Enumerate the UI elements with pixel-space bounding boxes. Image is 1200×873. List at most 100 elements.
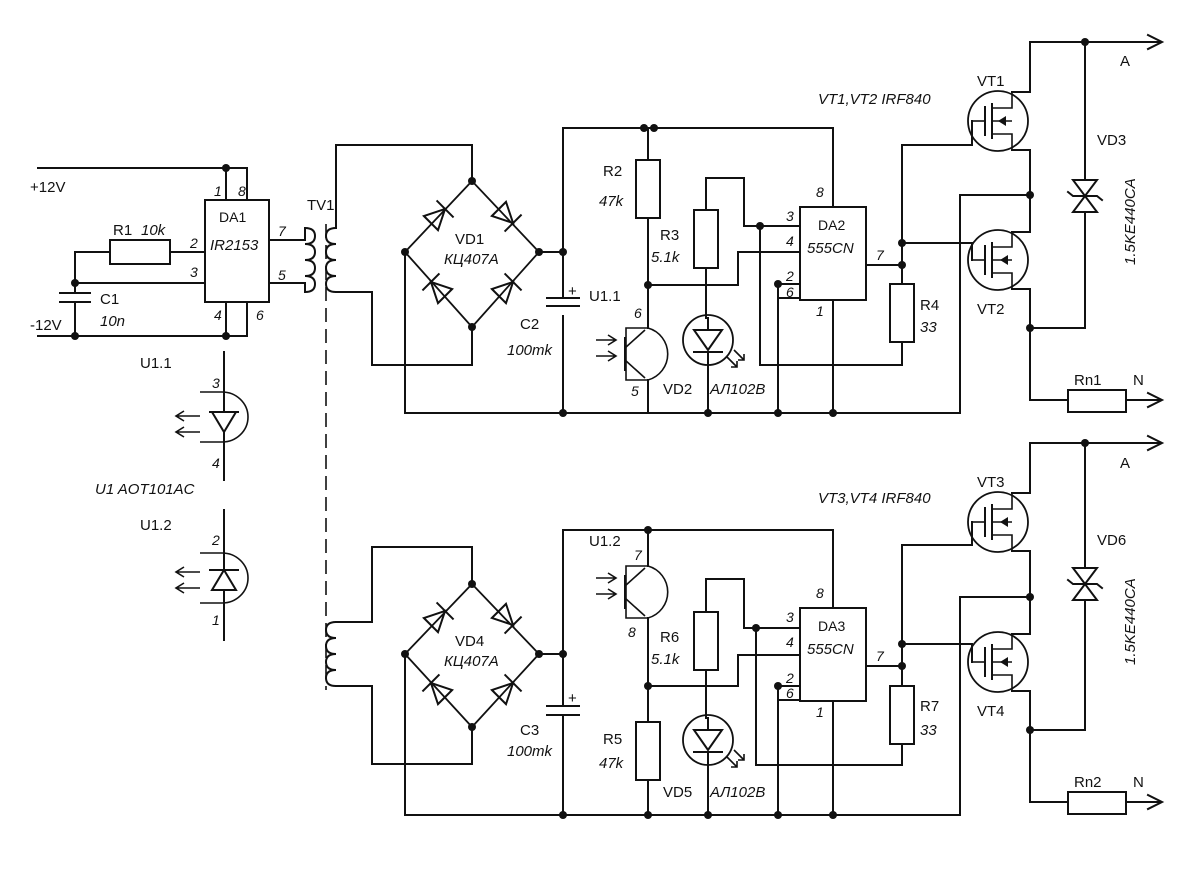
rn2-resistor (1067, 791, 1127, 815)
vd2-label: VD2 (663, 381, 692, 398)
r6-value: 5.1k (651, 651, 681, 668)
r5-value: 47k (599, 755, 625, 772)
da1-label: DA1 (219, 209, 246, 225)
r1-resistor (109, 239, 171, 265)
vt3-mosfet (967, 442, 1031, 598)
da3-ic (799, 607, 867, 702)
vd5-label: VD5 (663, 784, 692, 801)
r3-resistor (693, 209, 719, 269)
u1-2-pin-2: 2 (211, 532, 220, 548)
vt2-label: VT2 (977, 301, 1005, 318)
da1-pin-6: 6 (256, 307, 264, 323)
da1-ic (204, 199, 270, 303)
r1-label: R1 (113, 222, 132, 239)
vd6-label: VD6 (1097, 532, 1126, 549)
r5-label: R5 (603, 731, 622, 748)
c2-value: 100mk (507, 342, 554, 359)
r4-resistor (889, 283, 915, 343)
r6-resistor (693, 611, 719, 671)
da3-pin-3: 3 (786, 609, 794, 625)
r7-label: R7 (920, 698, 939, 715)
r3-value: 5.1k (651, 249, 681, 266)
u1-2-label: U1.2 (589, 533, 621, 550)
vd1-type: КЦ407А (444, 251, 499, 268)
r7-resistor (889, 685, 915, 745)
u1-1-label: U1.1 (589, 288, 621, 305)
optocoupler-u1-2: U1.2 2 1 (140, 509, 249, 641)
da1-pin-8: 8 (238, 183, 246, 199)
da3-pin-1: 1 (816, 704, 824, 720)
vd4-bridge (401, 580, 543, 731)
r6-label: R6 (660, 629, 679, 646)
rn1-resistor (1067, 389, 1127, 413)
u1-2-left-label: U1.2 (140, 517, 172, 534)
vt2-mosfet (967, 194, 1031, 401)
r7-value: 33 (920, 722, 937, 739)
da3-pin-2: 2 (785, 670, 794, 686)
vt4-label: VT4 (977, 703, 1005, 720)
da1-pin-7: 7 (278, 223, 287, 239)
r2-label: R2 (603, 163, 622, 180)
da2-pin-2: 2 (785, 268, 794, 284)
u1-1-pin-3: 3 (212, 375, 220, 391)
c2-label: C2 (520, 316, 539, 333)
vd4-label: VD4 (455, 633, 484, 650)
da2-pin-8: 8 (816, 184, 824, 200)
da3-pin-7: 7 (876, 648, 885, 664)
r2-resistor (635, 159, 661, 219)
r4-value: 33 (920, 319, 937, 336)
da1-type: IR2153 (210, 237, 259, 254)
vd1-label: VD1 (455, 231, 484, 248)
c3-label: C3 (520, 722, 539, 739)
u1-1-pin-6: 6 (634, 305, 642, 321)
da2-pin-7: 7 (876, 247, 885, 263)
c1-value: 10n (100, 313, 125, 330)
rn2-label: Rn2 (1074, 774, 1102, 791)
da3-pin-4: 4 (786, 634, 794, 650)
n1-label: N (1133, 372, 1144, 389)
vd5-led (682, 714, 745, 816)
da2-type: 555CN (807, 240, 854, 257)
vpos-label: +12V (30, 179, 65, 196)
da2-label: DA2 (818, 217, 845, 233)
r4-label: R4 (920, 297, 939, 314)
da1-pin-5: 5 (278, 267, 286, 283)
da2-pin-6: 6 (786, 284, 794, 300)
da1-pin-2: 2 (189, 235, 198, 251)
u1-2-pin-1: 1 (212, 612, 220, 628)
tv1-primary (303, 226, 317, 294)
vd1-bridge (401, 177, 543, 331)
r5-resistor (635, 721, 661, 781)
da2-pin-1: 1 (816, 303, 824, 319)
tv1-secondary-1 (324, 226, 338, 294)
n2-label: N (1133, 774, 1144, 791)
r3-label: R3 (660, 227, 679, 244)
vd2-type: АЛ102В (709, 381, 765, 398)
top-channel: VD1 КЦ407А + C2 100mk R2 47k (324, 33, 1165, 417)
da2-pin-3: 3 (786, 208, 794, 224)
c2-plus: + (568, 283, 577, 300)
bottom-channel: VD4 КЦ407А + C3 100mk U1.2 7 8 (324, 434, 1165, 819)
a2-label: A (1120, 455, 1130, 472)
vd4-type: КЦ407А (444, 653, 499, 670)
u1-1-phototransistor (596, 327, 669, 414)
vt-note-2: VT3,VT4 IRF840 (818, 490, 931, 507)
vt-note-1: VT1,VT2 IRF840 (818, 91, 931, 108)
tv1-secondary-2 (324, 620, 338, 688)
vd2-led (682, 314, 745, 414)
vneg-label: -12V (30, 317, 62, 334)
vd6-type: 1.5KE440CA (1122, 578, 1139, 665)
rn1-label: Rn1 (1074, 372, 1102, 389)
r2-value: 47k (599, 193, 625, 210)
c1-label: C1 (100, 291, 119, 308)
vd3-label: VD3 (1097, 132, 1126, 149)
da3-label: DA3 (818, 618, 845, 634)
tv1-label: TV1 (307, 197, 335, 214)
da3-type: 555CN (807, 641, 854, 658)
c3-plus: + (568, 690, 577, 707)
driver-section: +12V -12V R1 10k C1 10n DA1 IR2153 1 8 2… (30, 164, 335, 340)
u1-1-left-label: U1.1 (140, 355, 172, 372)
vd5-type: АЛ102В (709, 784, 765, 801)
da1-pin-3: 3 (190, 264, 198, 280)
